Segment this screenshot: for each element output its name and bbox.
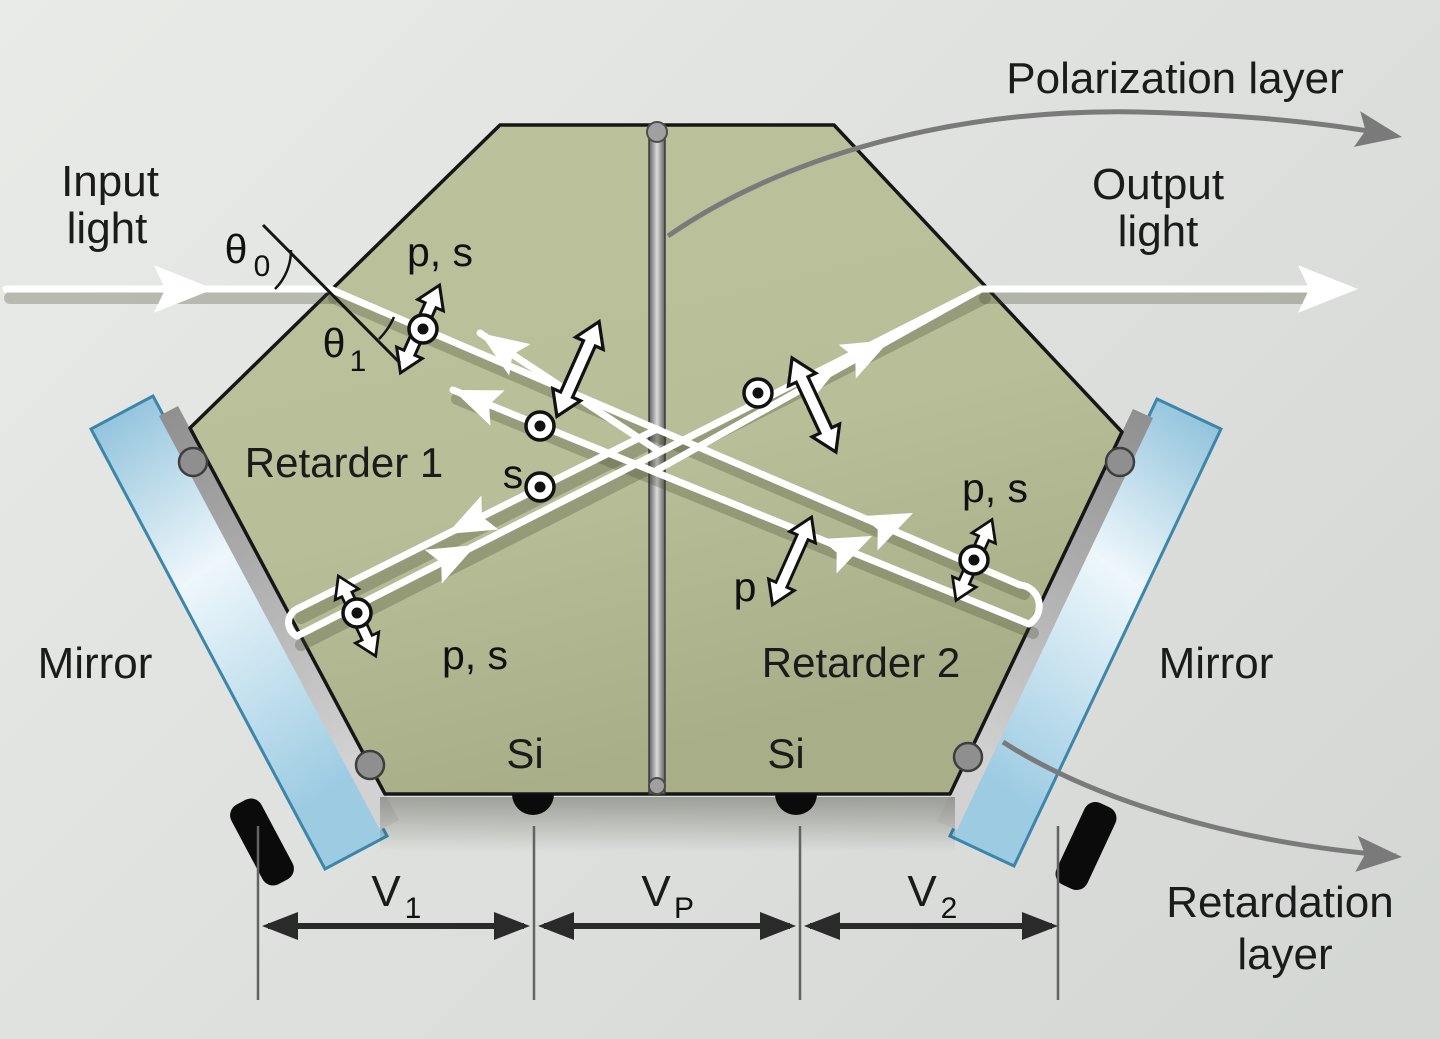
v1-label: V: [371, 867, 401, 916]
bar-bottom-cap: [648, 777, 666, 795]
right-retardation-layer: [937, 409, 1153, 830]
si-left-label: Si: [506, 730, 543, 777]
p-polarization-label: p: [734, 564, 757, 610]
text-labels: Input light Output light Polarization la…: [38, 54, 1394, 979]
output-light-label-line2: light: [1118, 207, 1199, 256]
theta1-label: θ: [323, 320, 346, 366]
right-mirror-foot: [1055, 801, 1117, 891]
voltage-dimensions: [256, 826, 1060, 1000]
surface-normal-line: [261, 223, 402, 365]
ps-right-label: p, s: [962, 465, 1028, 511]
prism-bottom-shadow: [380, 797, 955, 852]
theta0-label: θ: [225, 226, 248, 272]
left-mirror-uturn: [285, 605, 301, 640]
polarization-layer-label: Polarization layer: [1006, 54, 1344, 103]
theta1-subscript: 1: [350, 345, 367, 378]
input-light-label-line2: light: [67, 204, 148, 253]
retardation-layer-label-line1: Retardation: [1166, 878, 1393, 927]
retardation-layer-pointer: [1001, 739, 1404, 876]
theta0-subscript: 0: [254, 250, 271, 283]
retarder-1-label: Retarder 1: [245, 439, 443, 486]
polarization-layer-pointer: [666, 109, 1406, 239]
ps-bottom-left-label: p, s: [442, 632, 508, 678]
v2-subscript: 2: [941, 892, 958, 925]
s-polarization-label: s: [503, 451, 524, 497]
si-right-label: Si: [767, 730, 804, 777]
left-retardation-layer: [159, 406, 399, 830]
vp-label: V: [641, 867, 671, 916]
hinge-dots: [177, 446, 1136, 781]
electrode-bumps: [512, 794, 817, 815]
s-polarization-dots: [341, 313, 990, 629]
mirror-right-label: Mirror: [1159, 639, 1274, 688]
vp-subscript: P: [674, 892, 694, 925]
bar-top-cap: [646, 121, 668, 143]
v2-label: V: [907, 867, 937, 916]
retardation-layer-label-line2: layer: [1237, 930, 1332, 979]
ps-top-left-label: p, s: [407, 229, 473, 275]
theta0-arc: [274, 249, 293, 290]
left-mirror-foot: [230, 798, 294, 886]
refracted-main-beam: [326, 285, 1024, 589]
theta1-arc: [378, 316, 396, 340]
input-light-label-line1: Input: [61, 157, 159, 206]
mirror-left-label: Mirror: [38, 639, 153, 688]
right-mirror-uturn: [1016, 581, 1043, 628]
retarder-2-label: Retarder 2: [762, 639, 960, 686]
v1-subscript: 1: [405, 892, 422, 925]
output-light-label-line1: Output: [1092, 160, 1224, 209]
